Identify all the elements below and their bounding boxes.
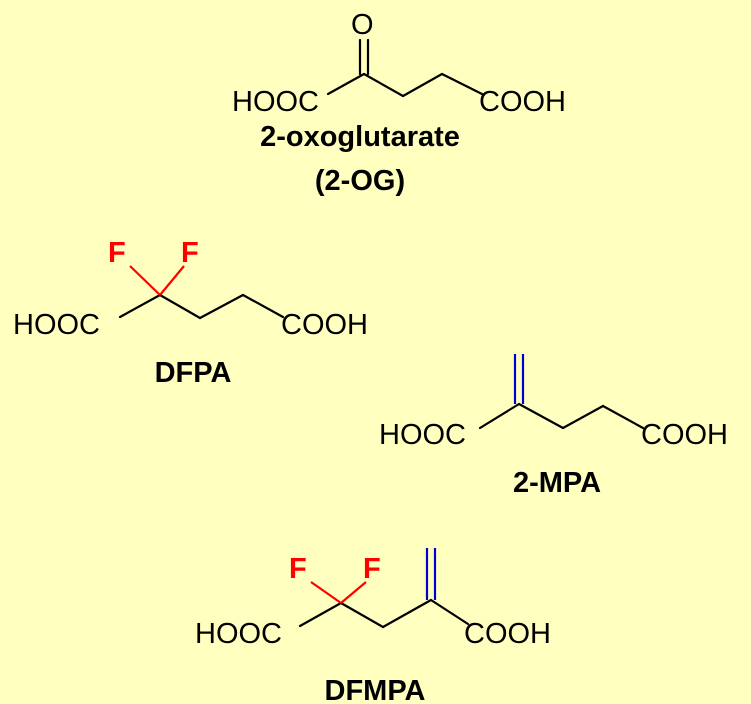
dfpa-fluorine-atom-1: F xyxy=(108,237,126,269)
dfpa-cf-bond-2 xyxy=(159,265,185,296)
dfmpa-bond-c4-c5 xyxy=(429,598,470,626)
dfpa-name-label: DFPA xyxy=(155,357,232,389)
mpa-bond-c4-c5 xyxy=(601,404,645,430)
molecule-dfpa: HOOC COOH F F DFPA xyxy=(13,237,368,389)
dfmpa-fluorine-atom-1: F xyxy=(289,553,307,585)
og-bond-c3-c4 xyxy=(401,72,444,98)
og-oxygen-atom: O xyxy=(351,9,374,41)
dfmpa-bond-c3-c4 xyxy=(381,598,433,629)
mpa-left-group: HOOC xyxy=(379,419,466,451)
dfpa-bond-c2-c3 xyxy=(158,293,202,320)
molecule-2-mpa: HOOC COOH 2-MPA xyxy=(379,354,728,499)
dfpa-cf-bond-1 xyxy=(129,265,161,296)
molecule-2-oxoglutarate: HOOC COOH O 2-oxoglutarate (2-OG) xyxy=(232,9,566,197)
dfmpa-left-group: HOOC xyxy=(195,618,282,650)
dfmpa-bond-c2-c3 xyxy=(339,601,385,629)
dfmpa-right-group: COOH xyxy=(464,618,551,650)
dfmpa-name-label: DFMPA xyxy=(325,675,426,704)
molecule-dfmpa: HOOC COOH F F DFMPA xyxy=(195,548,551,704)
dfmpa-fluorine-atom-2: F xyxy=(363,553,381,585)
mpa-right-group: COOH xyxy=(641,419,728,451)
dfmpa-bond-c1-c2 xyxy=(298,601,343,628)
dfpa-bond-c3-c4 xyxy=(198,293,245,320)
og-bond-c4-c5 xyxy=(440,72,484,96)
og-right-group: COOH xyxy=(479,86,566,118)
mpa-name-label: 2-MPA xyxy=(513,467,601,499)
dfpa-left-group: HOOC xyxy=(13,309,100,341)
dfpa-bond-c1-c2 xyxy=(118,293,162,319)
mpa-bond-c1-c2 xyxy=(478,402,521,430)
mpa-bond-c3-c4 xyxy=(561,404,605,430)
mpa-bond-c2-c3 xyxy=(517,402,565,430)
og-bond-c2-c3 xyxy=(362,72,405,98)
dfpa-right-group: COOH xyxy=(281,309,368,341)
og-left-group: HOOC xyxy=(232,86,319,118)
og-name-label: 2-oxoglutarate xyxy=(260,121,460,153)
dfpa-bond-c4-c5 xyxy=(241,293,285,319)
dfmpa-cf-bond-1 xyxy=(310,581,342,604)
dfpa-fluorine-atom-2: F xyxy=(181,237,199,269)
og-bond-c1-c2 xyxy=(326,72,366,96)
dfmpa-cf-bond-2 xyxy=(340,581,367,604)
og-abbrev-label: (2-OG) xyxy=(315,165,405,197)
